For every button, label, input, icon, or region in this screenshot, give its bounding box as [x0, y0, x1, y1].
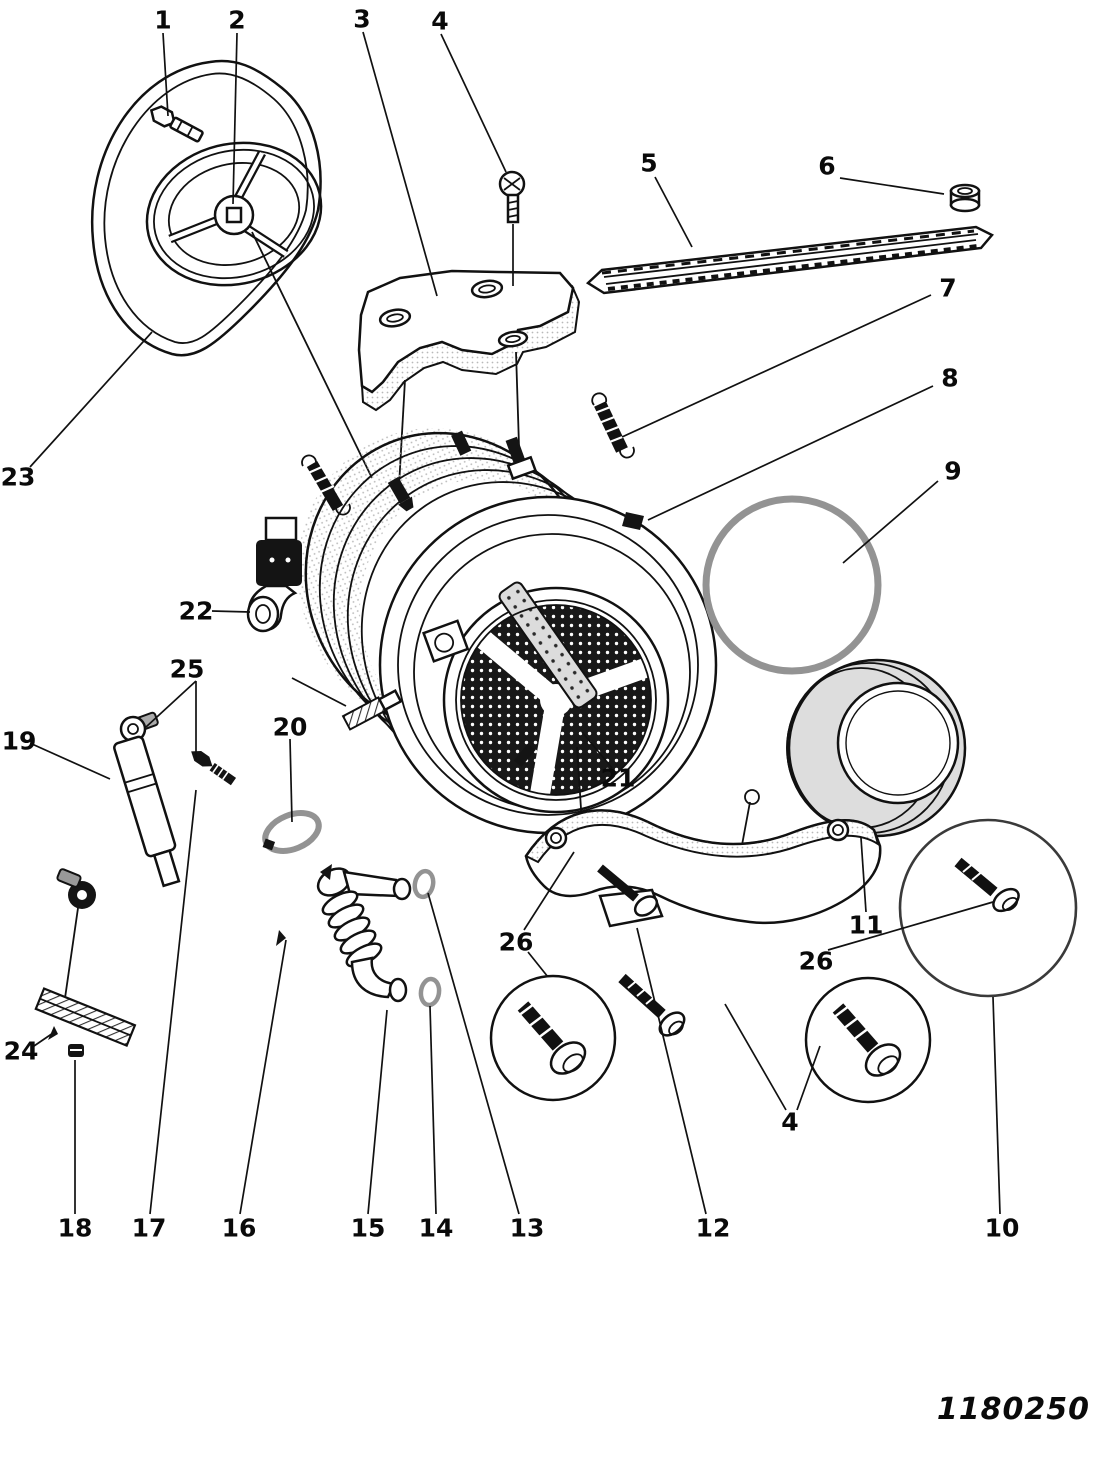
callout-26-left: 26: [498, 927, 534, 957]
hose-clamp-ring-drawing: [262, 810, 322, 854]
callout-6: 6: [818, 151, 836, 181]
hose-clip-drawing: [341, 689, 403, 731]
door-seal-drawing: [786, 658, 967, 838]
callout-19: 19: [1, 726, 37, 756]
suspension-spring-left-drawing: [301, 454, 351, 516]
callout-5: 5: [640, 148, 658, 178]
callout-14: 14: [418, 1213, 454, 1243]
callout-4-top: 4: [431, 6, 449, 36]
clamp-circle-drawing: [898, 818, 1078, 998]
callout-2: 2: [228, 5, 246, 35]
callout-11: 11: [848, 910, 884, 940]
callout-20: 20: [272, 712, 308, 742]
shock-pin-screw-drawing: [191, 750, 237, 786]
callout-13: 13: [509, 1213, 545, 1243]
callout-3: 3: [353, 4, 371, 34]
counterweight-drawing: [357, 269, 581, 487]
callout-4-bottom: 4: [781, 1107, 799, 1137]
callout-18: 18: [57, 1213, 93, 1243]
callout-8: 8: [941, 363, 959, 393]
drawing-part-number: 1180250: [936, 1392, 1090, 1427]
screw-detail-circle-left: [489, 974, 617, 1102]
shock-absorber-drawing: [56, 711, 181, 1013]
callout-21: 21: [600, 763, 636, 793]
callout-9: 9: [944, 456, 962, 486]
callout-22: 22: [178, 596, 214, 626]
elbow-hose-drawing: [246, 516, 302, 633]
drain-hose-drawing: [276, 864, 442, 1008]
leader-lines: [29, 31, 1001, 1215]
suspension-spring-right-drawing: [591, 392, 635, 459]
slide-rail-drawing: [34, 987, 137, 1057]
bracket-screw-right-drawing: [954, 857, 1020, 913]
callout-15: 15: [350, 1213, 386, 1243]
callout-26-right: 26: [798, 946, 834, 976]
callout-17: 17: [131, 1213, 167, 1243]
cap-nut-drawing: [949, 183, 981, 213]
bracket-screw-left-drawing: [618, 973, 686, 1037]
belt-drawing: [90, 59, 322, 357]
callout-7: 7: [939, 273, 957, 303]
callout-24: 24: [3, 1036, 39, 1066]
tub-drawing: [297, 428, 760, 856]
counterweight-screw-drawing: [498, 170, 526, 286]
callout-10: 10: [984, 1213, 1020, 1243]
callout-23: 23: [0, 462, 36, 492]
screw-detail-circle-right: [804, 976, 932, 1104]
tub-gasket-ring-drawing: [702, 495, 882, 675]
pulley-bolt-drawing: [149, 105, 204, 143]
support-bracket-drawing: [524, 809, 882, 928]
rail-drawing: [585, 225, 994, 295]
callout-25: 25: [169, 654, 205, 684]
callout-12: 12: [695, 1213, 731, 1243]
callout-16: 16: [221, 1213, 257, 1243]
callout-1: 1: [154, 5, 172, 35]
pulley-drawing: [145, 141, 373, 479]
